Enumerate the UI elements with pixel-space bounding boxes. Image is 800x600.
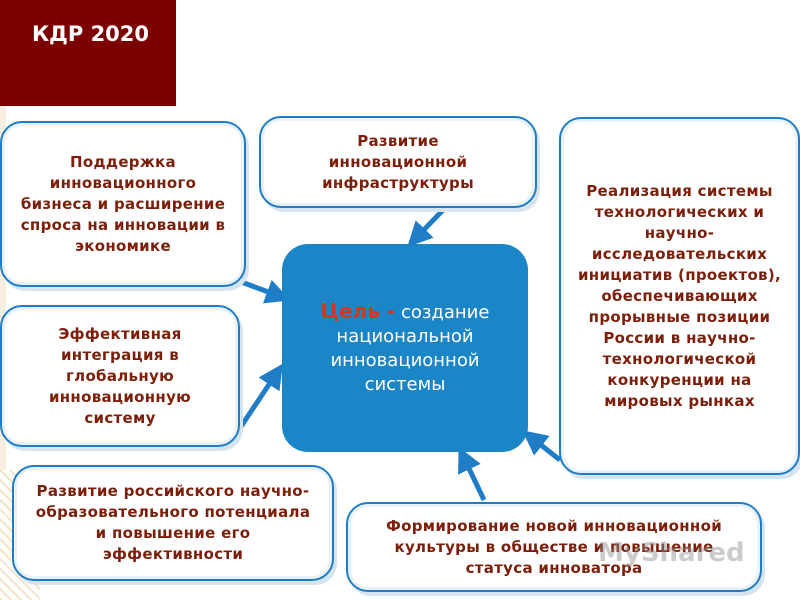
goal-box: Цель - создание национальной инновационн… — [282, 244, 528, 452]
arrow-tech-initiatives — [522, 430, 562, 462]
box-business-support-text: Поддержка инновационного бизнеса и расши… — [20, 152, 226, 255]
box-business-support: Поддержка инновационного бизнеса и расши… — [0, 121, 246, 287]
box-infrastructure: Развитие инновационной инфраструктуры — [259, 116, 537, 208]
goal-text: создание национальной инновационной сист… — [330, 302, 490, 395]
box-education-potential: Развитие российского научно-образователь… — [12, 465, 334, 581]
arrow-innovation-culture — [458, 446, 487, 502]
box-innovation-culture: Формирование новой инновационной культур… — [346, 502, 762, 592]
box-tech-initiatives-text: Реализация системы технологических и нау… — [577, 181, 781, 410]
goal-content: Цель - создание национальной инновационн… — [296, 299, 514, 397]
goal-label: Цель - — [320, 299, 396, 323]
box-tech-initiatives: Реализация системы технологических и нау… — [559, 117, 800, 475]
title-banner: КДР 2020 — [0, 0, 176, 106]
box-innovation-culture-text: Формирование новой инновационной культур… — [385, 516, 723, 577]
box-global-integration-text: Эффективная интеграция в глобальную инно… — [48, 324, 192, 427]
arrow-infrastructure — [407, 207, 446, 247]
box-infrastructure-text: Развитие инновационной инфраструктуры — [322, 131, 474, 192]
box-global-integration: Эффективная интеграция в глобальную инно… — [0, 305, 240, 447]
page-title: КДР 2020 — [32, 22, 150, 46]
watermark-logo: MyShared — [598, 538, 745, 568]
box-education-potential-text: Развитие российского научно-образователь… — [35, 482, 311, 563]
arrow-business-support — [235, 277, 291, 304]
arrow-global-integration — [237, 363, 283, 430]
